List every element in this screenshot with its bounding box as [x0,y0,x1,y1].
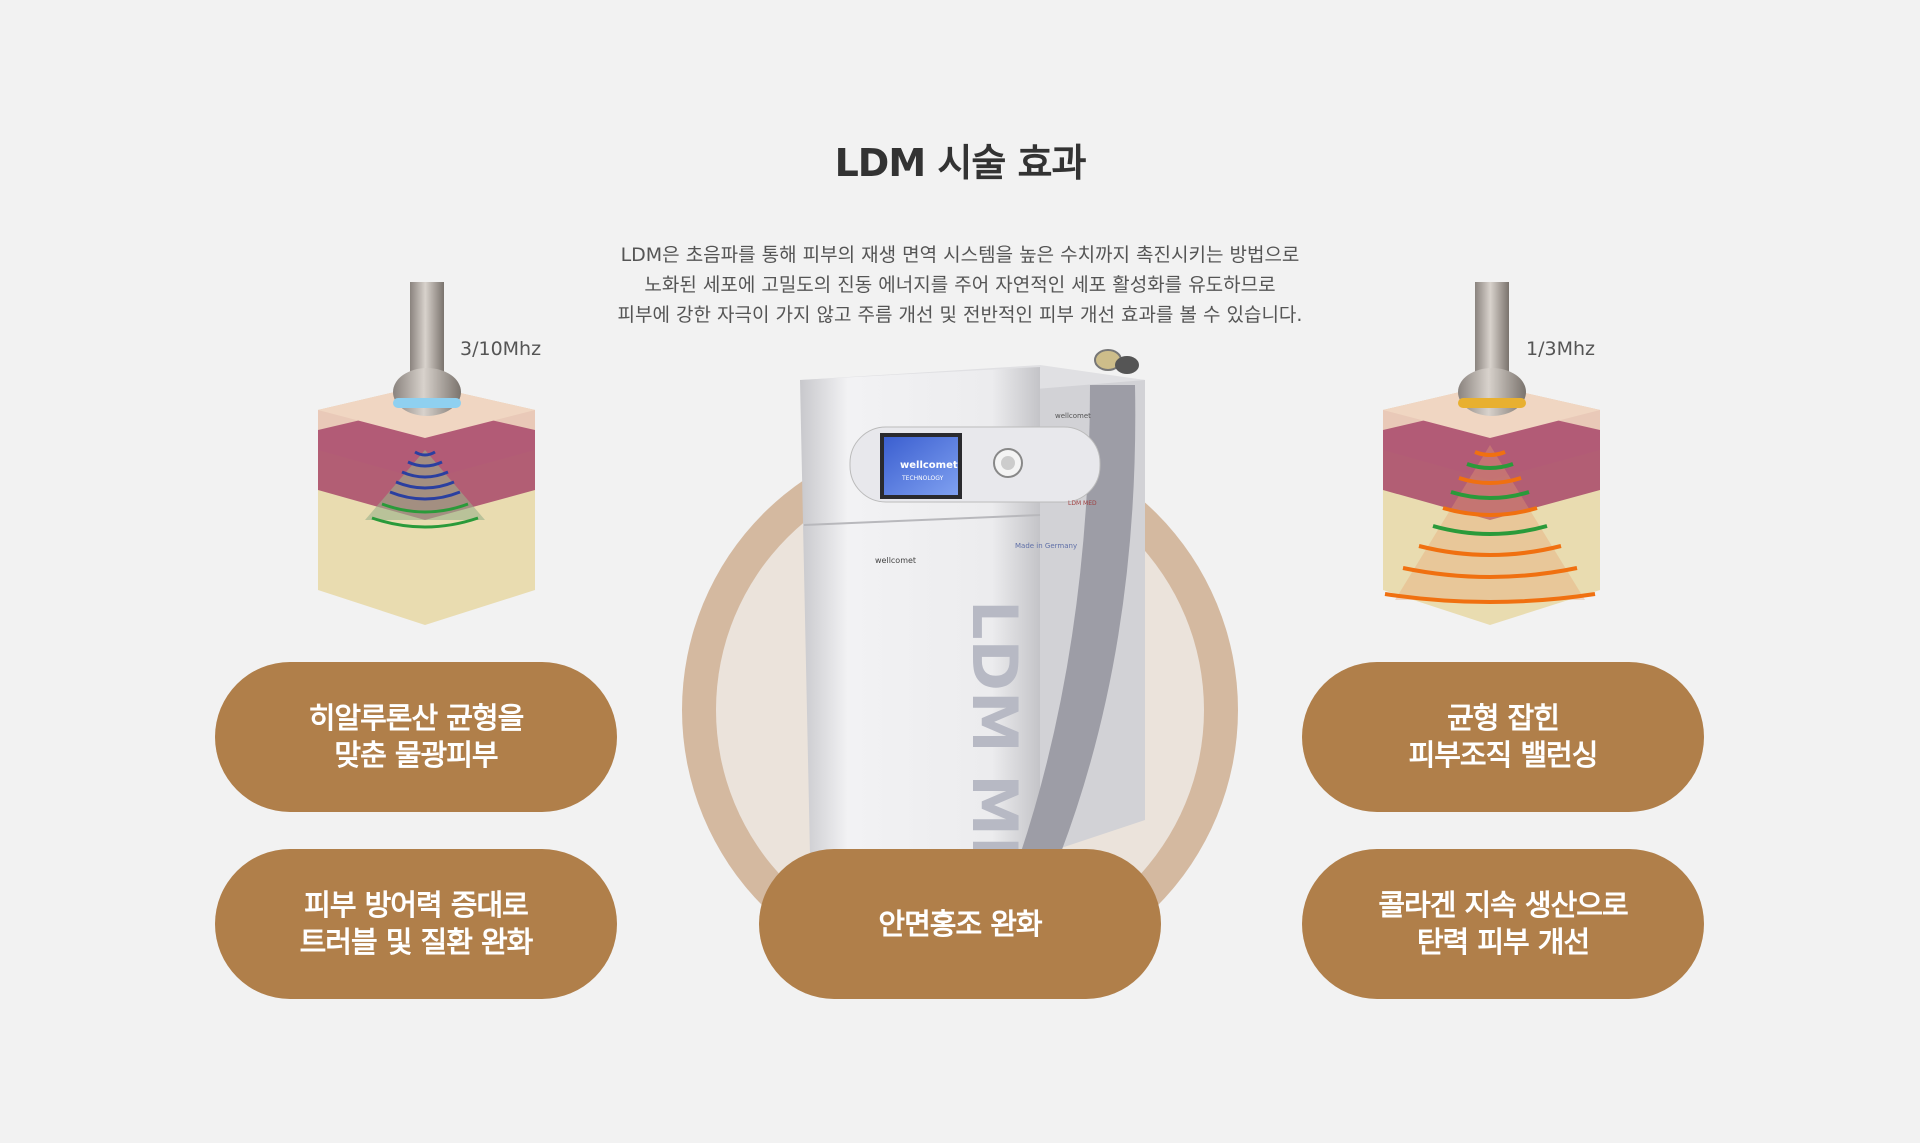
effect-facial-flushing: 안면홍조 완화 [759,849,1161,999]
effect-line: 안면홍조 완화 [878,906,1042,941]
effect-hyaluronic-balance: 히알루론산 균형을 맞춘 물광피부 [215,662,617,812]
ldm-device-image: wellcomet TECHNOLOGY wellcomet LDM MED M… [800,349,1145,855]
effect-line: 맞춘 물광피부 [334,738,498,772]
device-top-brand: wellcomet [1055,412,1091,420]
description-line-1: LDM은 초음파를 통해 피부의 재생 면역 시스템을 높은 수치까지 촉진시키… [620,244,1300,266]
description-line-3: 피부에 강한 자극이 가지 않고 주름 개선 및 전반적인 피부 개선 효과를 … [617,304,1303,326]
effect-line: 콜라겐 지속 생산으로 [1378,888,1628,922]
effect-line: 탄력 피부 개선 [1416,925,1590,959]
effect-line: 피부 방어력 증대로 [304,888,529,922]
screen-brand-text: wellcomet [900,460,958,471]
effect-tissue-balancing: 균형 잡힌 피부조직 밸런싱 [1302,662,1704,812]
description: LDM은 초음파를 통해 피부의 재생 면역 시스템을 높은 수치까지 촉진시키… [0,240,1920,330]
effect-line: 트러블 및 질환 완화 [299,925,534,959]
right-probe-skin-illustration [1383,282,1600,625]
device-big-label: LDM MED [958,600,1031,855]
page-title: LDM 시술 효과 [834,141,1087,185]
left-probe-skin-illustration [318,282,535,625]
device-made-in: Made in Germany [1015,542,1077,550]
description-line-2: 노화된 세포에 고밀도의 진동 에너지를 주어 자연적인 세포 활성화를 유도하… [644,274,1276,296]
effect-line: 히알루론산 균형을 [308,701,525,735]
effect-collagen-production: 콜라겐 지속 생산으로 탄력 피부 개선 [1302,849,1704,999]
left-frequency-label: 3/10Mhz [460,338,542,360]
right-frequency-label: 1/3Mhz [1526,338,1595,360]
effect-skin-defense: 피부 방어력 증대로 트러블 및 질환 완화 [215,849,617,999]
device-model-small: LDM MED [1068,500,1097,507]
screen-sub-text: TECHNOLOGY [901,475,944,482]
device-front-brand: wellcomet [875,556,916,565]
effect-line: 피부조직 밸런싱 [1408,738,1599,772]
effect-line: 균형 잡힌 [1447,701,1560,735]
